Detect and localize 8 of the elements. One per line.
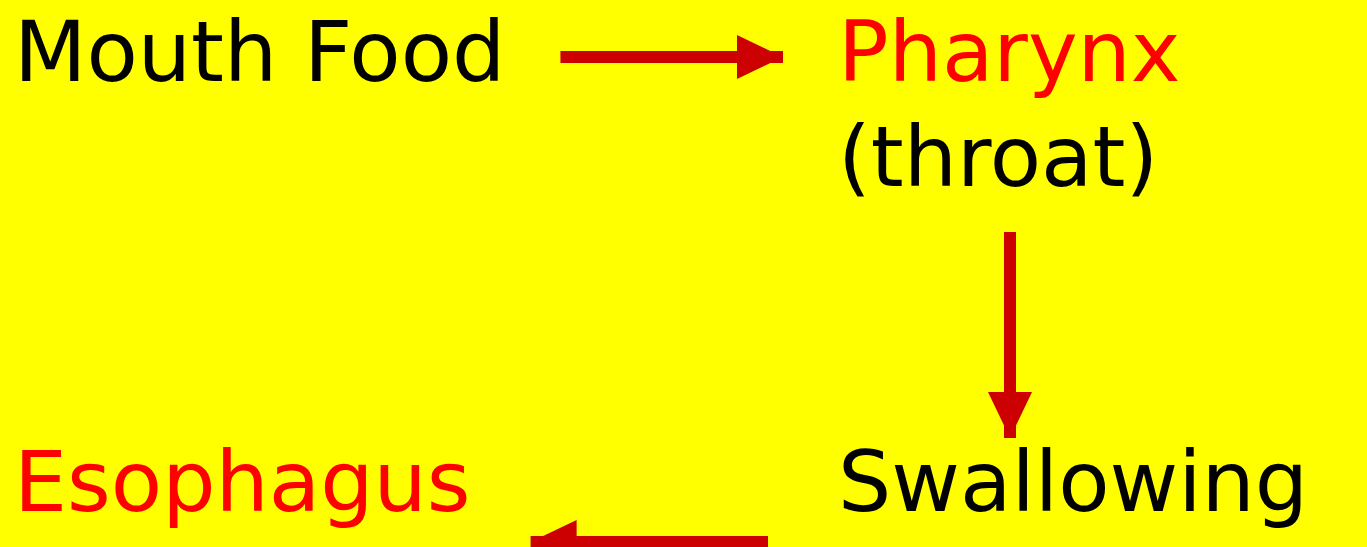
node-label: (throat) <box>838 107 1160 208</box>
arrow <box>988 232 1032 438</box>
node-label: Esophagus <box>14 432 471 533</box>
node-label: Pharynx <box>838 2 1181 103</box>
node-label: Swallowing <box>838 432 1309 533</box>
arrow <box>530 520 768 547</box>
node-label: Mouth Food <box>14 2 506 103</box>
arrow <box>560 35 783 79</box>
